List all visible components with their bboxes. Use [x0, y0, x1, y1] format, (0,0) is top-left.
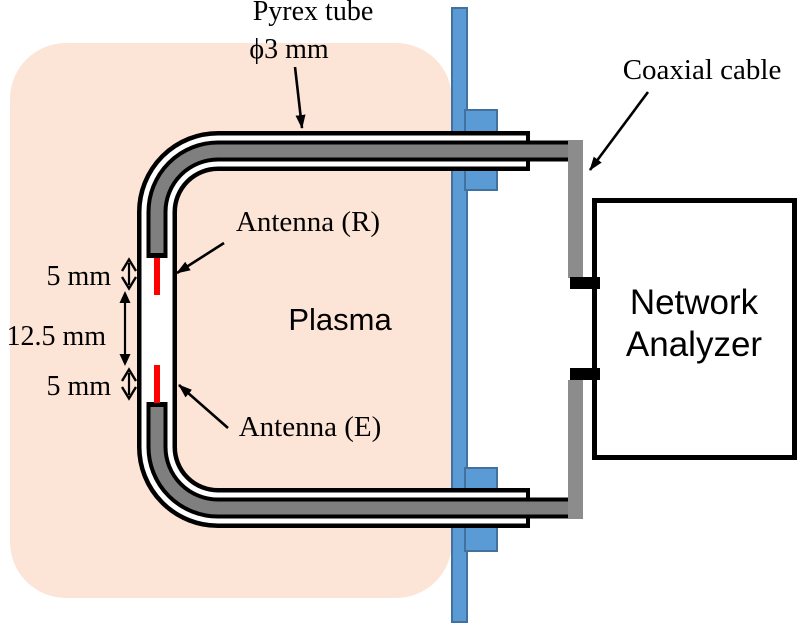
- connector-port-top: [570, 277, 600, 289]
- network-analyzer-label-line1: Network: [630, 283, 759, 322]
- connector-port-bottom: [570, 368, 600, 380]
- antenna-e-arrow: [178, 384, 229, 429]
- coax-rod-bottom: [150, 407, 576, 515]
- coax-cable-bottom-run: [568, 380, 583, 519]
- antenna-r-label: Antenna (R): [236, 206, 380, 238]
- antenna-r-wire: [154, 258, 160, 295]
- coaxial-cable-label: Coaxial cable: [623, 54, 782, 86]
- network-analyzer-label-line2: Analyzer: [626, 325, 763, 364]
- plasma-region: [10, 43, 452, 598]
- coax-rod-top: [150, 144, 576, 253]
- dimension-label-12-5mm: 12.5 mm: [6, 321, 106, 352]
- plasma-label: Plasma: [288, 302, 392, 337]
- antenna-r-arrow: [176, 241, 225, 275]
- pyrex-tube-label-line2: ϕ3 mm: [249, 34, 329, 65]
- dimension-arrow-5mm-bottom: [120, 367, 138, 401]
- dimension-label-5mm-bottom: 5 mm: [46, 371, 111, 402]
- dimension-arrow-12-5mm: [119, 291, 131, 366]
- dimension-arrow-5mm-top: [120, 257, 138, 291]
- network-analyzer-box: [592, 198, 797, 460]
- dimension-label-5mm-top: 5 mm: [46, 261, 111, 292]
- coax-cable-top-run: [568, 140, 583, 278]
- pyrex-tube-label-line1: Pyrex tube: [253, 0, 374, 27]
- antenna-e-label: Antenna (E): [239, 411, 382, 443]
- pyrex-tube-arrow: [293, 66, 306, 129]
- antenna-e-wire: [154, 365, 160, 403]
- coaxial-cable-arrow: [588, 91, 650, 171]
